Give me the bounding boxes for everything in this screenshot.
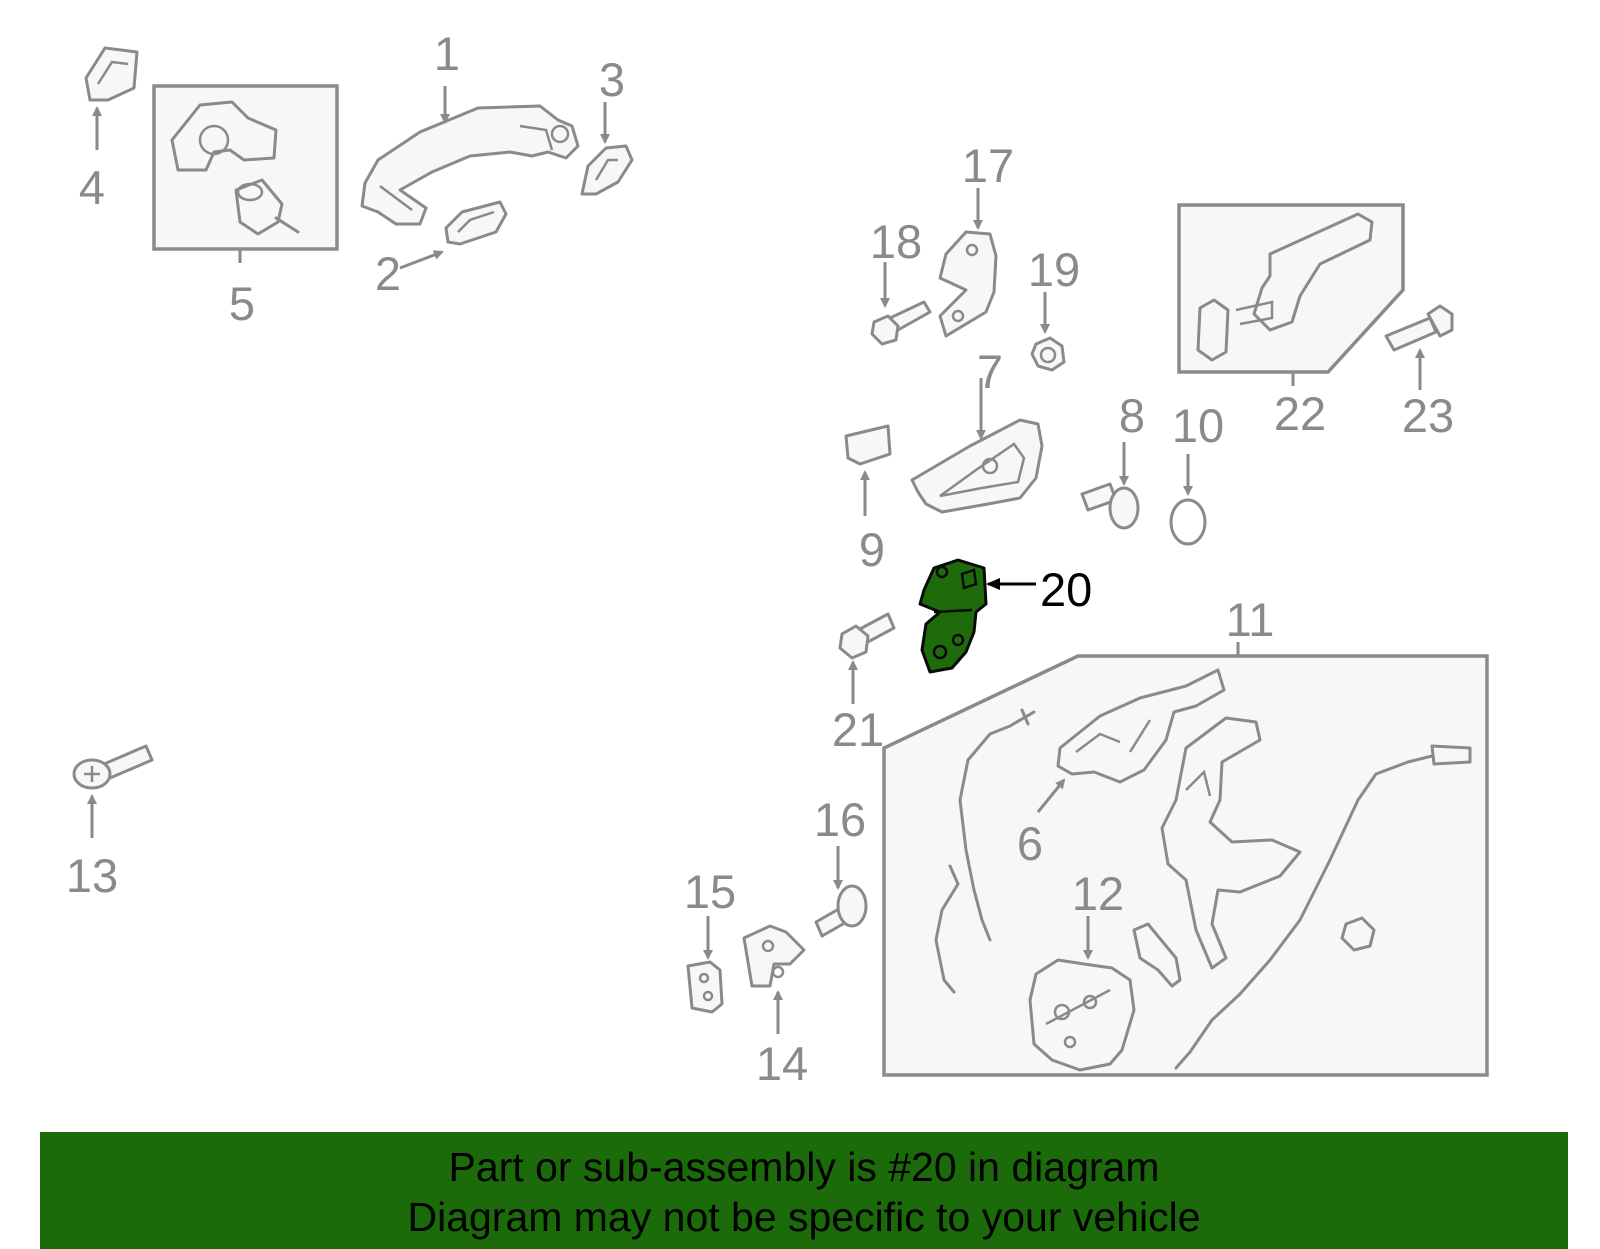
part-3-bezel (580, 144, 634, 196)
part-23-bolt (1384, 304, 1454, 352)
leader-2 (399, 250, 444, 270)
part-4-cap (84, 46, 139, 102)
callout-11: 11 (1225, 593, 1275, 646)
callout-5: 5 (228, 277, 256, 330)
part-17-bracket (938, 230, 998, 338)
banner-line-2: Diagram may not be specific to your vehi… (407, 1194, 1201, 1240)
part-18-bolt (870, 300, 932, 346)
callout-22: 22 (1273, 387, 1327, 440)
part-10-o-ring (1169, 498, 1207, 546)
part-11-latch-assembly-box (882, 654, 1489, 1077)
callout-16: 16 (813, 793, 867, 846)
part-19-nut (1030, 336, 1066, 372)
callout-12: 12 (1071, 867, 1125, 920)
leader-6 (1036, 778, 1066, 813)
part-21-bolt (838, 612, 896, 660)
part-16-bolt (814, 884, 868, 938)
info-banner: Part or sub-assembly is #20 in diagram D… (40, 1132, 1568, 1249)
part-5-lock-cylinder-box (152, 84, 339, 251)
callout-10: 10 (1171, 399, 1225, 452)
callout-21: 21 (831, 703, 885, 756)
part-8-screw (1080, 482, 1140, 530)
callout-15: 15 (683, 865, 737, 918)
banner-line-1: Part or sub-assembly is #20 in diagram (448, 1144, 1160, 1190)
callout-2: 2 (374, 247, 402, 300)
callout-3: 3 (598, 53, 626, 106)
part-1-outside-handle (360, 104, 580, 226)
part-15-shim (686, 960, 724, 1014)
callout-8: 8 (1118, 389, 1146, 442)
callout-6: 6 (1016, 817, 1044, 870)
callout-20: 20 (1040, 563, 1093, 616)
callout-18: 18 (869, 215, 923, 268)
callout-1: 1 (433, 27, 461, 80)
part-9-clip (844, 424, 892, 466)
part-7-inside-handle (910, 418, 1044, 514)
part-2-gasket (444, 200, 508, 246)
callout-17: 17 (961, 139, 1015, 192)
callout-14: 14 (755, 1037, 809, 1090)
callout-7: 7 (976, 345, 1004, 398)
part-13-screw (72, 744, 154, 790)
callout-4: 4 (78, 161, 106, 214)
callout-9: 9 (858, 523, 886, 576)
callout-13: 13 (65, 849, 119, 902)
part-22-door-check-box (1177, 203, 1405, 374)
callout-19: 19 (1027, 243, 1081, 296)
part-14-striker (742, 924, 806, 988)
part-20-door-hinge (918, 558, 988, 674)
part-12-door-latch (1028, 958, 1136, 1072)
callout-23: 23 (1401, 389, 1455, 442)
